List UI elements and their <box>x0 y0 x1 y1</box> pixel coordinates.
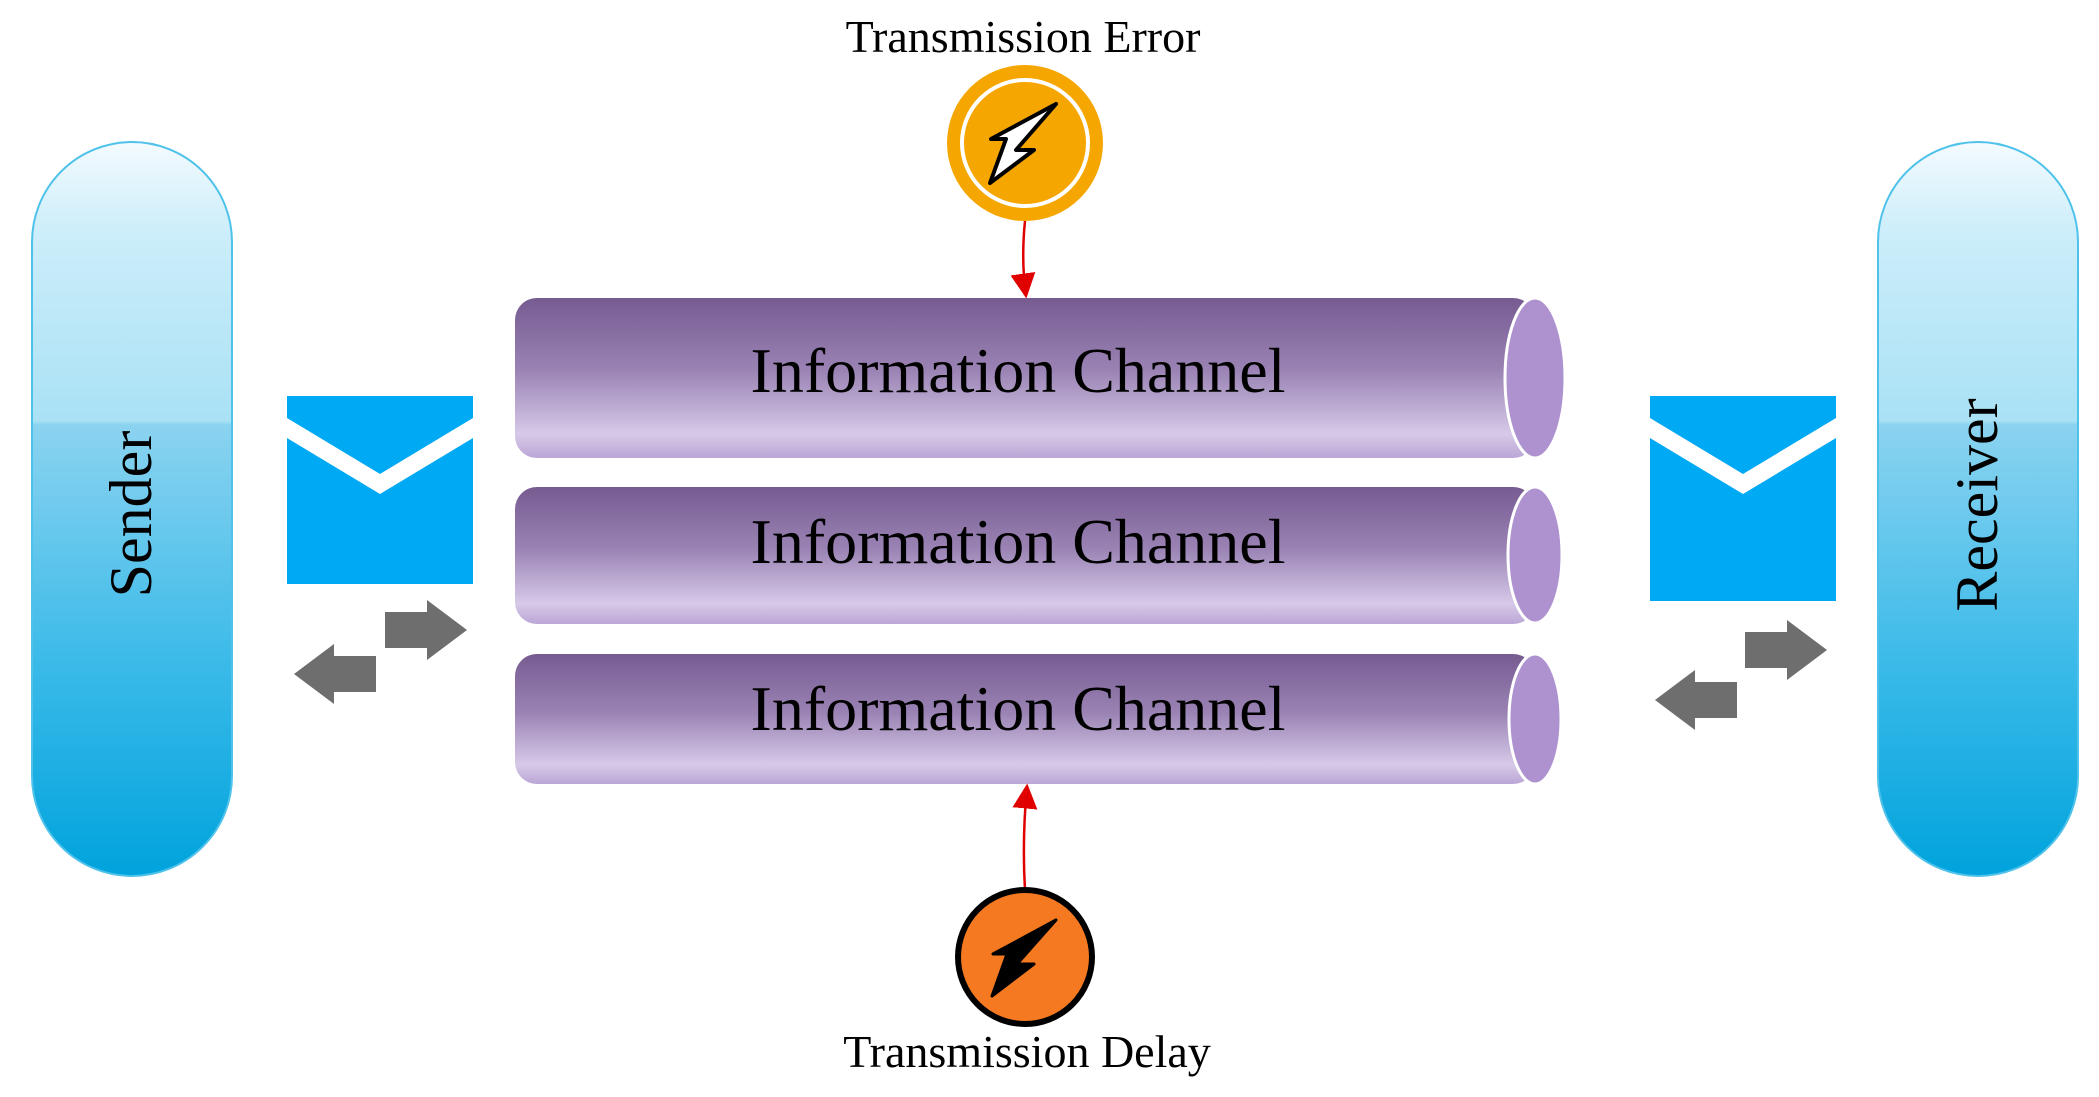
channel-2-label: Information Channel <box>751 506 1286 577</box>
information-channel-1 <box>515 296 1567 460</box>
transmission-error-label: Transmission Error <box>846 11 1201 62</box>
channel-3-label: Information Channel <box>751 673 1286 744</box>
receiver-exchange-arrows-icon <box>1655 620 1827 730</box>
sender-block <box>31 141 233 877</box>
transmission-error-icon <box>947 65 1103 221</box>
receiver-envelope-icon <box>1650 396 1836 601</box>
information-channel-2 <box>515 485 1564 625</box>
sender-envelope-icon <box>287 396 473 584</box>
transmission-delay-icon <box>955 887 1095 1027</box>
error-connector-arrow <box>1010 220 1036 299</box>
receiver-label: Receiver <box>1944 398 2010 611</box>
channel-1-label: Information Channel <box>751 335 1286 406</box>
transmission-delay-label: Transmission Delay <box>843 1026 1211 1077</box>
delay-connector-arrow <box>1012 783 1038 891</box>
receiver-block <box>1877 141 2079 877</box>
information-channel-3 <box>515 652 1563 786</box>
sender-exchange-arrows-icon <box>294 600 467 704</box>
sender-label: Sender <box>98 431 164 598</box>
